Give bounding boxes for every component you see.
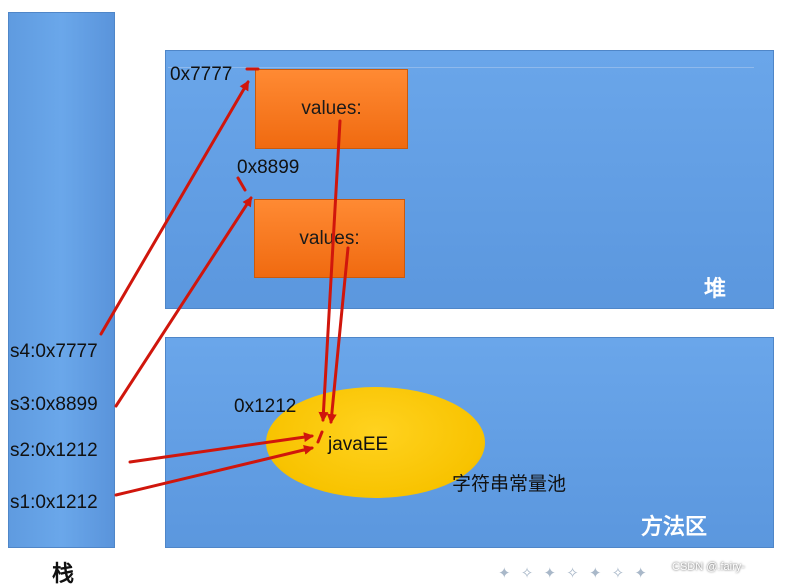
heap-title: 堆 — [704, 276, 727, 301]
arrow-object1-to-pool — [318, 119, 342, 422]
heap-top-line — [168, 67, 754, 68]
string-constant-pool — [266, 387, 485, 498]
address-tick-0x8899 — [236, 176, 247, 192]
stack-var-s4: s4:0x7777 — [10, 341, 98, 362]
pool-string-value: javaEE — [328, 434, 389, 455]
stack-title: 栈 — [52, 561, 75, 586]
arrow-s2-to-pool — [128, 432, 314, 464]
stack-var-s3: s3:0x8899 — [10, 394, 98, 415]
pool-label: 字符串常量池 — [452, 474, 567, 495]
decorative-watermark-icon: ✦ ✧ ✦ ✧ ✦ ✧ ✦ — [498, 565, 650, 582]
arrow-s3-to-0x8899 — [114, 196, 253, 408]
stack-column — [8, 12, 115, 548]
arrow-s4-to-0x7777 — [99, 80, 250, 336]
heap-object-2: values: — [254, 199, 405, 278]
arrow-object2-to-pool — [326, 246, 350, 424]
heap-object-address-2: 0x8899 — [237, 157, 300, 178]
method-area-title: 方法区 — [641, 514, 708, 539]
stack-var-s2: s2:0x1212 — [10, 440, 98, 461]
heap-object-label-1: values: — [301, 98, 362, 119]
csdn-watermark: CSDN @.fairy- — [672, 561, 745, 573]
heap-object-label-2: values: — [299, 227, 360, 249]
heap-object-address-1: 0x7777 — [170, 64, 233, 85]
address-tick-0x1212 — [316, 430, 324, 444]
arrow-s1-to-pool — [114, 445, 314, 497]
heap-object-1: values: — [255, 69, 408, 149]
stack-var-s1: s1:0x1212 — [10, 492, 98, 513]
pool-address: 0x1212 — [234, 396, 297, 417]
